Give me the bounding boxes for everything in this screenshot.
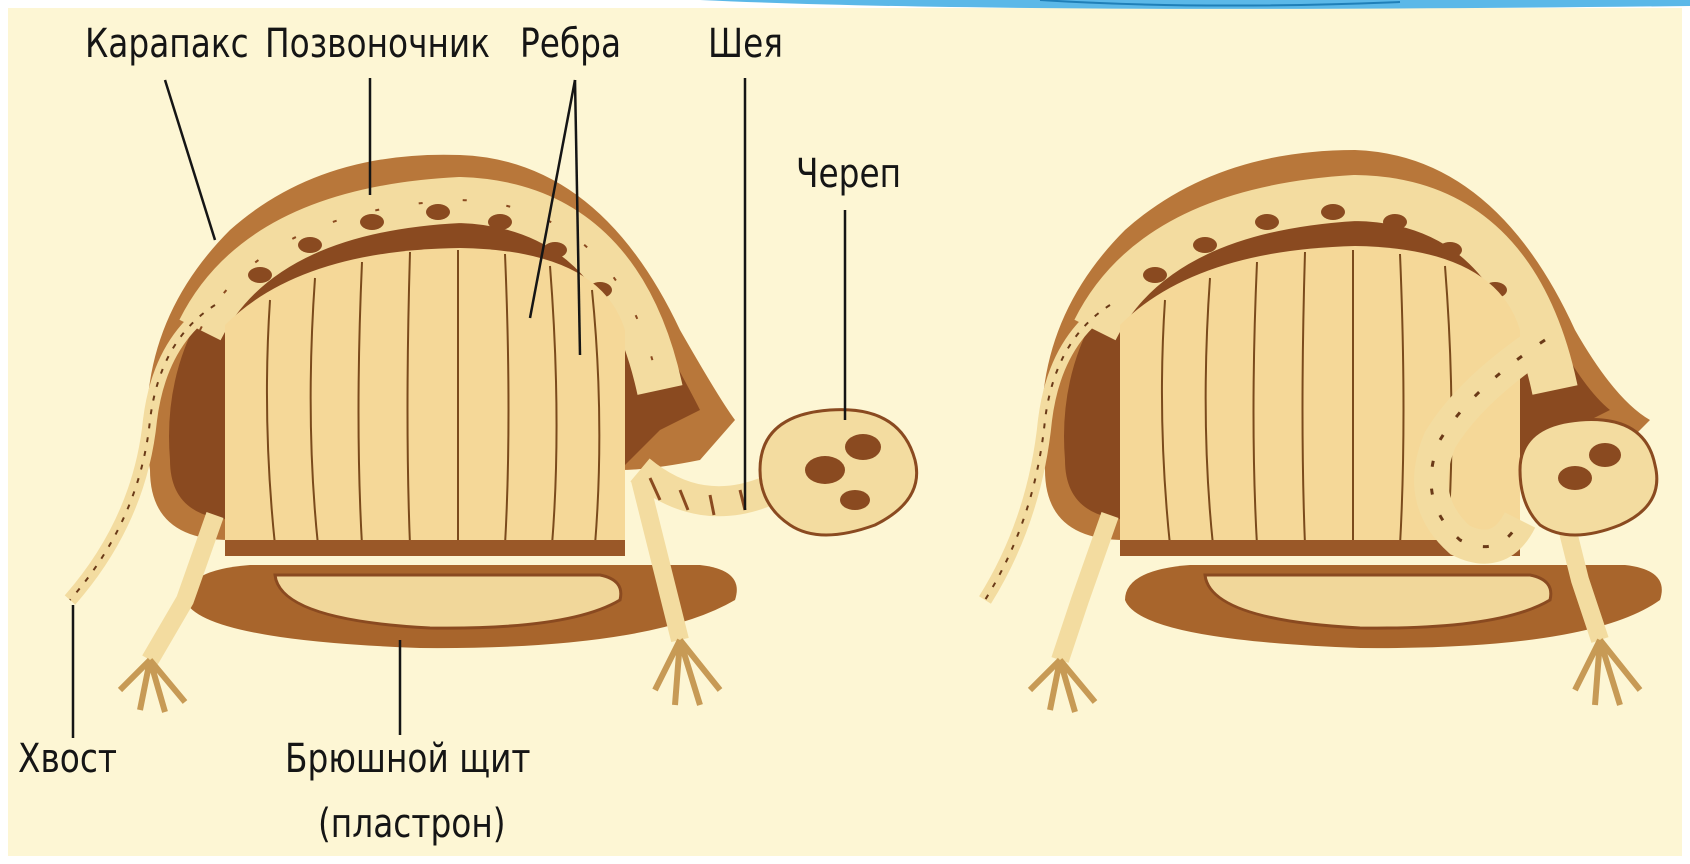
label-neck: Шея bbox=[708, 22, 783, 66]
label-skull: Череп bbox=[796, 152, 901, 196]
label-spine: Позвоночник bbox=[265, 22, 490, 66]
label-carapace: Карапакс bbox=[85, 22, 249, 66]
label-plastron: Брюшной щит bbox=[285, 737, 531, 781]
label-tail: Хвост bbox=[18, 737, 117, 781]
label-ribs: Ребра bbox=[520, 22, 621, 66]
label-plastron-note: (пластрон) bbox=[318, 802, 506, 846]
